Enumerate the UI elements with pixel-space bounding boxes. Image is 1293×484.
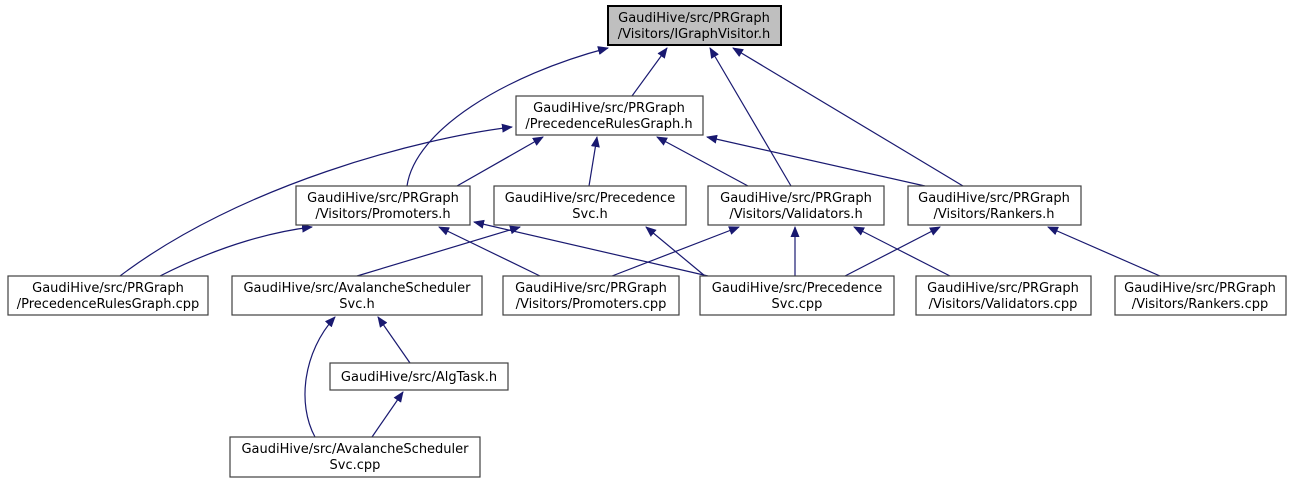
node-layer: GaudiHive/src/PRGraph /Visitors/IGraphVi…: [7, 5, 1287, 478]
edge-ass_cpp-ass_h: [304, 316, 336, 438]
node-validators-cpp[interactable]: GaudiHive/src/PRGraph /Visitors/Validato…: [915, 275, 1092, 316]
node-validators-h[interactable]: GaudiHive/src/PRGraph /Visitors/Validato…: [707, 185, 885, 226]
svg-text:GaudiHive/src/PRGraph: GaudiHive/src/PRGraph: [927, 281, 1079, 296]
node-promoters-cpp[interactable]: GaudiHive/src/PRGraph /Visitors/Promoter…: [502, 275, 680, 316]
svg-text:GaudiHive/src/PRGraph: GaudiHive/src/PRGraph: [533, 101, 685, 116]
svg-text:GaudiHive/src/PRGraph: GaudiHive/src/PRGraph: [720, 191, 872, 206]
node-algtask-h[interactable]: GaudiHive/src/AlgTask.h: [329, 362, 509, 391]
svg-text:GaudiHive/src/PRGraph: GaudiHive/src/PRGraph: [1124, 281, 1276, 296]
svg-text:Svc.h: Svc.h: [339, 297, 374, 312]
svg-text:GaudiHive/src/PRGraph: GaudiHive/src/PRGraph: [618, 11, 770, 26]
svg-text:GaudiHive/src/Precedence: GaudiHive/src/Precedence: [712, 281, 882, 296]
svg-text:/Visitors/Promoters.cpp: /Visitors/Promoters.cpp: [516, 297, 667, 312]
node-precedencerulesgraph-cpp[interactable]: GaudiHive/src/PRGraph /PrecedenceRulesGr…: [7, 275, 209, 316]
node-precedencerulesgraph-h[interactable]: GaudiHive/src/PRGraph /PrecedenceRulesGr…: [515, 95, 704, 136]
node-precedencesvc-h[interactable]: GaudiHive/src/Precedence Svc.h: [493, 185, 687, 226]
edge-psvc_h-prg_h: [588, 136, 600, 187]
svg-text:GaudiHive/src/PRGraph: GaudiHive/src/PRGraph: [307, 191, 459, 206]
svg-text:GaudiHive/src/Precedence: GaudiHive/src/Precedence: [505, 191, 675, 206]
node-igraphvisitor-h: GaudiHive/src/PRGraph /Visitors/IGraphVi…: [607, 5, 782, 46]
edge-promoters_h-prg_h: [456, 136, 544, 187]
edge-prg_cpp-promoters_h: [159, 223, 313, 277]
node-promoters-h[interactable]: GaudiHive/src/PRGraph /Visitors/Promoter…: [295, 185, 471, 226]
edge-ass_cpp-algtask_h: [371, 391, 404, 438]
svg-text:GaudiHive/src/AvalancheSchedul: GaudiHive/src/AvalancheScheduler: [243, 281, 471, 296]
svg-text:GaudiHive/src/AvalancheSchedul: GaudiHive/src/AvalancheScheduler: [241, 442, 469, 457]
edge-prg_cpp-prg_h: [119, 123, 513, 277]
edge-prg_h-igraphvisitor_h: [631, 47, 668, 97]
edge-promoters_h-igraphvisitor_h: [406, 46, 609, 187]
svg-text:/PrecedenceRulesGraph.h: /PrecedenceRulesGraph.h: [525, 117, 692, 132]
node-precedencesvc-cpp[interactable]: GaudiHive/src/Precedence Svc.cpp: [699, 275, 895, 316]
edge-promoters_cpp-validators_h: [611, 226, 740, 277]
svg-text:Svc.cpp: Svc.cpp: [330, 458, 381, 473]
node-avalancheschedulersvc-cpp[interactable]: GaudiHive/src/AvalancheScheduler Svc.cpp: [229, 436, 481, 478]
edge-rankers_h-igraphvisitor_h: [732, 47, 964, 187]
svg-text:GaudiHive/src/PRGraph: GaudiHive/src/PRGraph: [515, 281, 667, 296]
edge-validators_cpp-validators_h: [853, 226, 951, 277]
svg-text:/Visitors/Rankers.cpp: /Visitors/Rankers.cpp: [1132, 297, 1268, 312]
svg-text:Svc.h: Svc.h: [572, 207, 607, 222]
edge-rankers_h-prg_h: [706, 134, 926, 187]
svg-text:Svc.cpp: Svc.cpp: [772, 297, 823, 312]
edge-layer: [119, 46, 1161, 438]
edge-rankers_cpp-rankers_h: [1047, 226, 1161, 277]
svg-text:/Visitors/Validators.cpp: /Visitors/Validators.cpp: [929, 297, 1078, 312]
svg-text:/Visitors/Rankers.h: /Visitors/Rankers.h: [933, 207, 1054, 222]
svg-text:/Visitors/IGraphVisitor.h: /Visitors/IGraphVisitor.h: [618, 27, 770, 42]
svg-text:GaudiHive/src/PRGraph: GaudiHive/src/PRGraph: [32, 281, 184, 296]
svg-text:GaudiHive/src/AlgTask.h: GaudiHive/src/AlgTask.h: [341, 370, 497, 385]
node-rankers-cpp[interactable]: GaudiHive/src/PRGraph /Visitors/Rankers.…: [1114, 275, 1287, 316]
svg-text:/Visitors/Validators.h: /Visitors/Validators.h: [729, 207, 862, 222]
node-rankers-h[interactable]: GaudiHive/src/PRGraph /Visitors/Rankers.…: [907, 185, 1082, 226]
svg-text:/PrecedenceRulesGraph.cpp: /PrecedenceRulesGraph.cpp: [17, 297, 200, 312]
edge-psvc_cpp-rankers_h: [844, 226, 941, 277]
edge-promoters_cpp-promoters_h: [438, 226, 541, 277]
edge-ass_h-psvc_h: [356, 225, 521, 277]
svg-text:GaudiHive/src/PRGraph: GaudiHive/src/PRGraph: [918, 191, 1070, 206]
edge-validators_h-igraphvisitor_h: [709, 47, 792, 187]
edge-validators_h-prg_h: [656, 136, 749, 187]
edge-algtask_h-ass_h: [377, 316, 411, 364]
svg-text:/Visitors/Promoters.h: /Visitors/Promoters.h: [315, 207, 450, 222]
node-avalancheschedulersvc-h[interactable]: GaudiHive/src/AvalancheScheduler Svc.h: [231, 275, 483, 316]
